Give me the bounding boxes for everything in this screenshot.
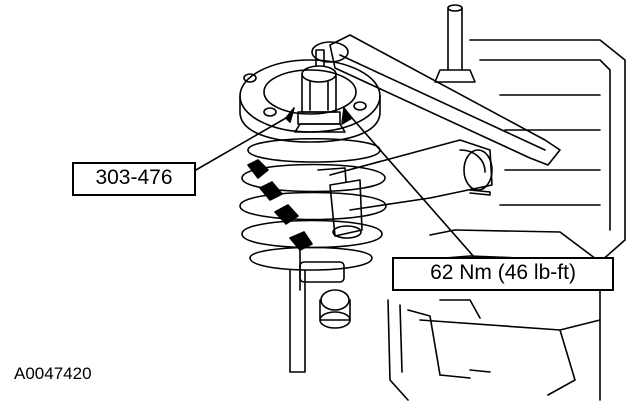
- strut-body: [289, 249, 351, 373]
- torque-spec-callout: 62 Nm (46 lb-ft): [392, 257, 614, 291]
- tool-number-callout: 303-476: [72, 162, 196, 196]
- extension-bar: [434, 4, 476, 83]
- coil-spring-icon: [239, 138, 387, 271]
- leader-lines: [181, 107, 476, 259]
- torque-wrench-icon: [311, 34, 561, 166]
- compressor-bolt: [317, 167, 363, 239]
- spring-compressor-icon: [297, 49, 341, 125]
- control-arm: [329, 139, 493, 211]
- figure-id-label: A0047420: [14, 364, 92, 383]
